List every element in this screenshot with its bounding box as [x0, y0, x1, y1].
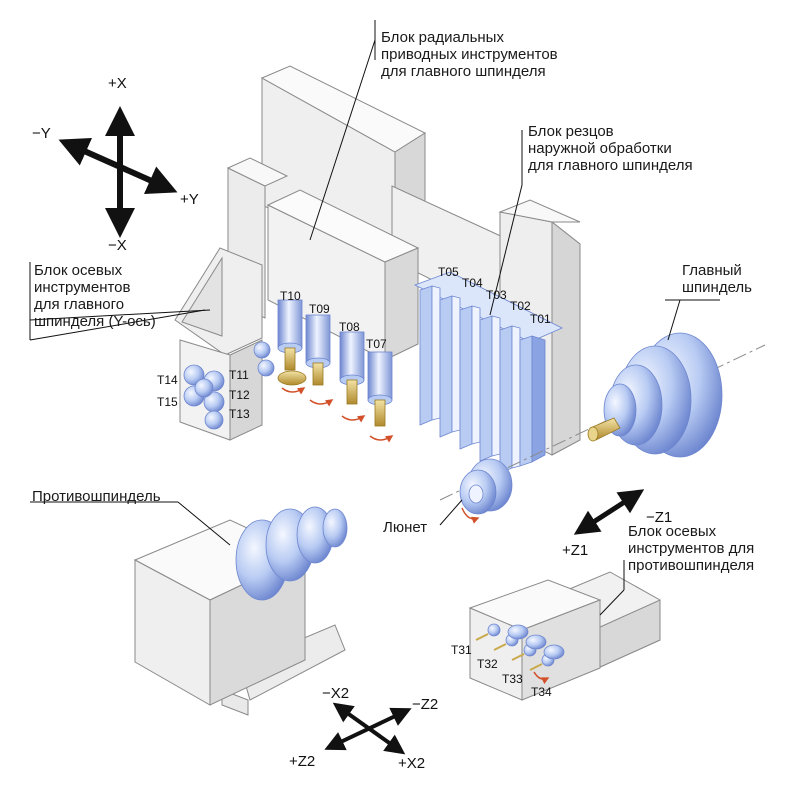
x2-z2-axis-indicator	[324, 702, 412, 755]
tool-label-t31: T31	[451, 643, 472, 657]
axis-plus-z1: +Z1	[562, 542, 589, 559]
outer-tool-plates	[419, 285, 546, 474]
outer-tool-block	[413, 271, 563, 474]
axis-minus-x2: −X2	[322, 685, 350, 702]
xy-axis-indicator	[58, 106, 178, 238]
steady-rest	[459, 458, 513, 524]
tool-label-t03: T03	[486, 288, 507, 302]
tool-label-t08: T08	[339, 320, 360, 334]
radial-tools	[277, 299, 393, 427]
axis-plus-y: +Y	[180, 191, 199, 208]
radial-tool-block	[266, 189, 420, 361]
axial-tool-t14	[183, 364, 205, 386]
main-spindle	[439, 332, 766, 501]
tool-label-t32: T32	[477, 657, 498, 671]
tool-label-t12: T12	[229, 388, 250, 402]
axial-block-label: Блок осевых инструментов для главного шп…	[34, 262, 156, 330]
axis-minus-y: −Y	[32, 125, 51, 142]
rotation-arrows	[281, 387, 394, 443]
tool-label-t04: T04	[462, 276, 483, 290]
sub-axial-block-label: Блок осевых инструментов для противошпин…	[628, 523, 755, 574]
tool-label-t05: T05	[438, 265, 459, 279]
tool-label-t10: T10	[280, 289, 301, 303]
axial-tool-t13	[204, 410, 224, 430]
tool-label-t07: T07	[366, 337, 387, 351]
tool-label-t34: T34	[531, 685, 552, 699]
sub-spindle-label: Противошпиндель	[32, 488, 161, 505]
tool-label-t01: T01	[530, 312, 551, 326]
radial-block-label: Блок радиальных приводных инструментов д…	[381, 29, 558, 80]
sub-spindle	[133, 506, 348, 716]
axial-tools	[183, 341, 307, 430]
radial-tool-t08	[339, 331, 365, 405]
radial-tool-t09	[305, 314, 331, 386]
tool-label-t14: T14	[157, 373, 178, 387]
axis-minus-z2: −Z2	[412, 696, 439, 713]
main-spindle-label: Главный шпиндель	[682, 262, 752, 296]
axis-minus-z1: −Z1	[646, 509, 673, 526]
tool-label-t11: T11	[229, 368, 249, 382]
axis-plus-x2: +X2	[398, 755, 426, 772]
tool-label-t09: T09	[309, 302, 330, 316]
radial-tool-t10	[277, 299, 303, 371]
axis-minus-x: −X	[108, 237, 127, 254]
outer-block-label: Блок резцов наружной обработки для главн…	[528, 123, 693, 174]
tool-label-t33: T33	[502, 672, 523, 686]
axis-plus-z2: +Z2	[289, 753, 316, 770]
tool-label-t13: T13	[229, 407, 250, 421]
tool-label-t15: T15	[157, 395, 178, 409]
tool-label-t02: T02	[510, 299, 531, 313]
leader-lines	[29, 20, 720, 616]
radial-tool-t07	[367, 351, 393, 427]
z1-axis-indicator	[573, 489, 645, 535]
sub-axial-tool-block	[468, 571, 661, 701]
axis-plus-x: +X	[108, 75, 127, 92]
steady-rest-label: Люнет	[383, 519, 428, 536]
